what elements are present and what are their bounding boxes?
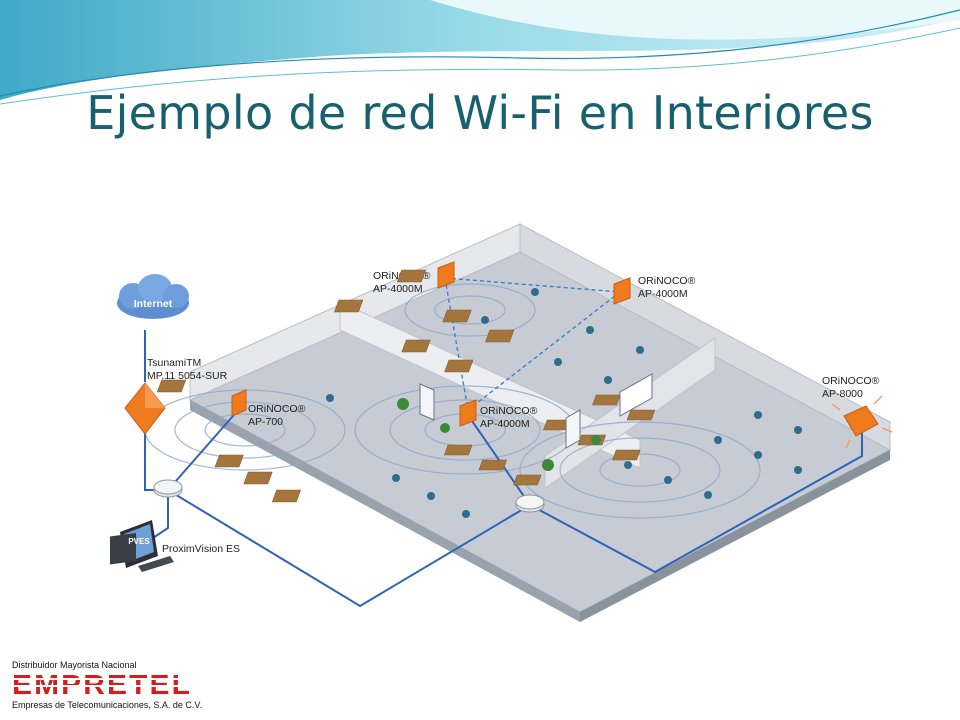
access-point-icon [437,261,455,289]
pc-label: ProximVision ES [162,543,240,555]
ap3-brand: ORiNOCO® [248,403,306,415]
network-switch [515,494,545,513]
whiteboard [619,373,653,417]
page-title: Ejemplo de red Wi-Fi en Interiores [86,86,874,140]
ap5-model: AP-8000 [822,388,863,400]
ap4-model: AP-4000M [480,418,530,430]
workstation-desks [156,269,656,503]
pc-screen-label: PVES [128,537,150,546]
cloud-label: Internet [134,298,173,310]
cloud-icon [117,274,189,319]
wireless-bridge-icon [124,382,166,435]
ap3-model: AP-700 [248,416,283,428]
computer-icon [110,520,174,572]
building-wall-right [519,223,891,451]
footer-tagline: Distribuidor Mayorista Nacional [12,660,137,670]
ap1-model: AP-4000M [373,283,423,295]
bridge-label-line2: MP.11 5054-SUR [147,370,228,382]
footer-company: Empresas de Telecomunicaciones, S.A. de … [12,700,203,710]
ap4-brand: ORiNOCO® [480,405,538,417]
logo-text: EMPRETEL [12,669,192,700]
ap2-model: AP-4000M [638,288,688,300]
access-point-icon [831,395,893,449]
doors [419,383,581,449]
access-point-icon [613,277,631,305]
building-front-edge [190,400,580,622]
empretel-logo: EMPRETEL [12,669,192,700]
ap5-brand: ORiNOCO® [822,375,880,387]
office-chairs [326,288,802,518]
potted-plants [397,398,601,471]
wireless-mesh-links [444,277,621,411]
access-point-icon [459,399,477,427]
building-front-edge-right [580,450,890,622]
header-wave-decoration [0,0,960,105]
bridge-label-line1: TsunamiTM [147,357,201,369]
network-switch [153,479,183,498]
ap2-brand: ORiNOCO® [638,275,696,287]
access-point-icon [231,389,247,417]
